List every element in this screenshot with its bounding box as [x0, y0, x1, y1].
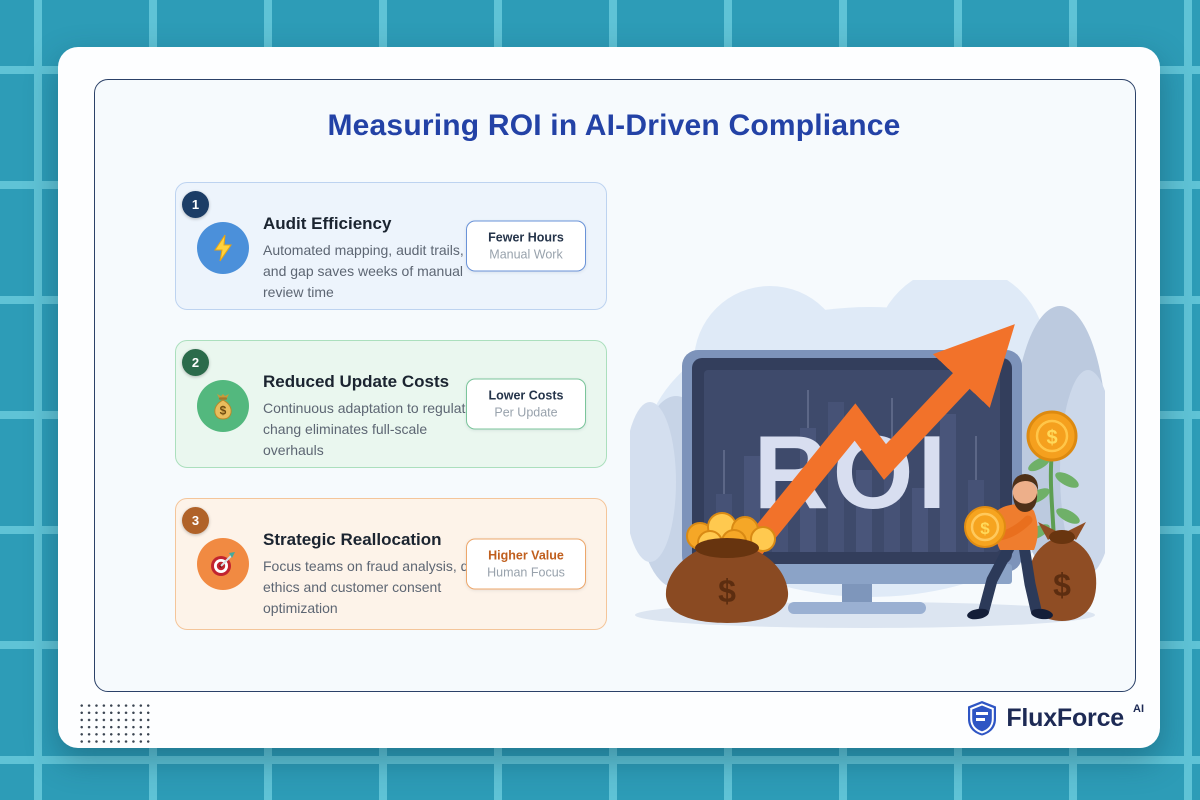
step-number-badge: 1: [182, 191, 209, 218]
metric-badge: Fewer Hours Manual Work: [466, 220, 586, 272]
held-coin-dollar: $: [980, 519, 990, 538]
card-strategic-reallocation: 3 Strategic Reallocation Focus teams on …: [175, 498, 607, 630]
metric-secondary-label: Per Update: [494, 405, 558, 420]
monitor-stand-neck: [842, 584, 872, 602]
lightning-icon: [197, 222, 249, 274]
brand-name: FluxForce: [1006, 703, 1124, 732]
metric-secondary-label: Manual Work: [489, 247, 563, 262]
target-dart-icon: [197, 538, 249, 590]
card-text-block: Strategic Reallocation Focus teams on fr…: [263, 530, 489, 619]
right-bag-dollar: $: [1053, 567, 1071, 603]
card-description: Automated mapping, audit trails, and gap…: [263, 242, 464, 300]
metric-primary-label: Lower Costs: [488, 388, 564, 403]
shield-icon: [968, 701, 997, 736]
metric-primary-label: Fewer Hours: [488, 230, 564, 245]
infographic-panel: Measuring ROI in AI-Driven Compliance 1 …: [58, 47, 1160, 748]
person-with-coin: $: [964, 474, 1053, 620]
card-description: Continuous adaptation to regulatory chan…: [263, 400, 485, 458]
target-dart-glyph: [211, 552, 235, 576]
card-text-block: Reduced Update Costs Continuous adaptati…: [263, 372, 489, 461]
card-title: Audit Efficiency: [263, 214, 392, 233]
card-text-block: Audit Efficiency Automated mapping, audi…: [263, 214, 489, 303]
svg-text:$: $: [220, 404, 227, 418]
growth-arrow: [716, 324, 1015, 590]
card-title: Reduced Update Costs: [263, 372, 450, 391]
card-audit-efficiency: 1 Audit Efficiency Automated mapping, au…: [175, 182, 607, 310]
metric-secondary-label: Human Focus: [487, 565, 565, 580]
card-title: Strategic Reallocation: [263, 530, 442, 549]
metric-badge: Higher Value Human Focus: [466, 538, 586, 590]
roi-growth-illustration: ROI $ $: [630, 280, 1105, 628]
lightning-bolt-glyph: [214, 234, 232, 262]
step-number-badge: 3: [182, 507, 209, 534]
money-bag-right: $: [1027, 522, 1097, 621]
money-bag-glyph: $: [214, 394, 232, 420]
card-reduced-update-costs: 2 $ Reduced Update Costs Continuous adap…: [175, 340, 607, 468]
brand-superscript: AI: [1133, 703, 1144, 715]
page-title: Measuring ROI in AI-Driven Compliance: [327, 109, 901, 142]
metric-badge: Lower Costs Per Update: [466, 378, 586, 430]
money-bag-icon: $: [197, 380, 249, 432]
decorative-dot-grid: [78, 702, 150, 745]
brand-logo: FluxForce AI: [966, 700, 1144, 736]
monitor-stand-base: [788, 602, 926, 614]
metric-primary-label: Higher Value: [488, 548, 564, 563]
money-bag-left: $: [665, 512, 789, 623]
left-bag-dollar: $: [718, 573, 736, 609]
plant-coin-dollar: $: [1046, 427, 1057, 449]
card-description: Focus teams on fraud analysis, data ethi…: [263, 558, 488, 616]
step-number-badge: 2: [182, 349, 209, 376]
